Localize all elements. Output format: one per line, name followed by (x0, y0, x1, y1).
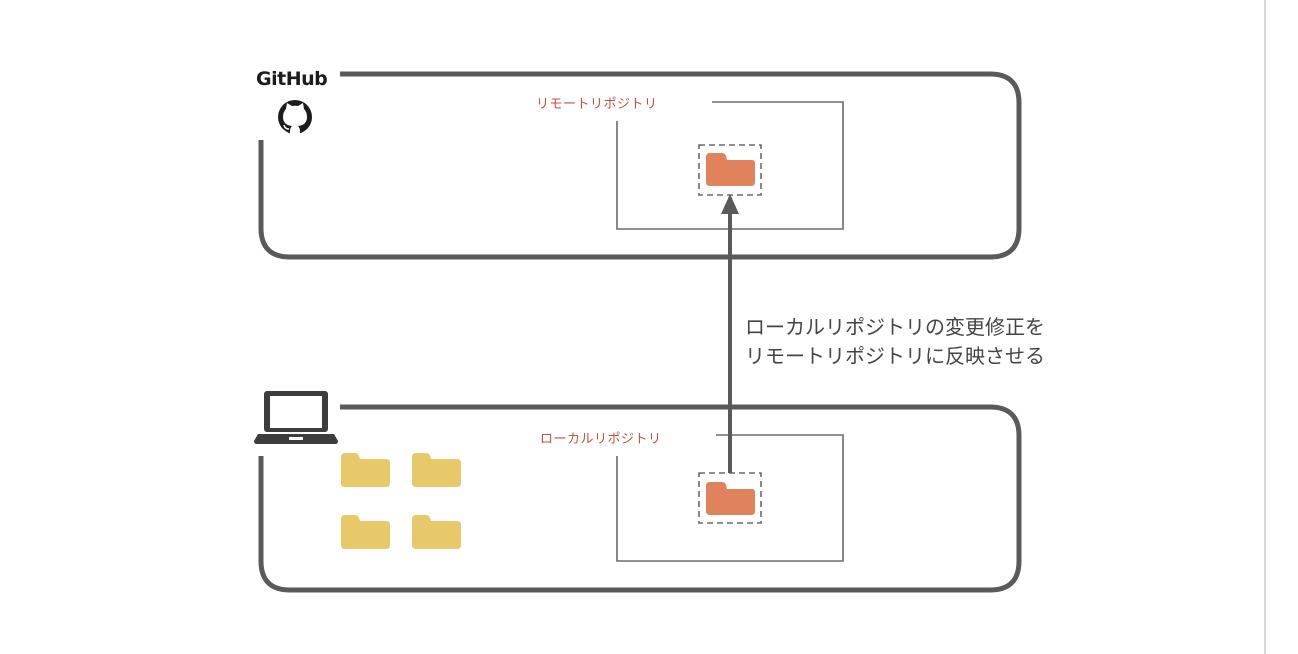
github-frame (258, 71, 1022, 260)
remote-repository-label: リモートリポジトリ (536, 97, 658, 112)
push-arrow-head (721, 194, 739, 214)
caption-line: リモートリポジトリに反映させる (745, 344, 1045, 368)
local-folder-icon[interactable] (341, 453, 390, 487)
remote-folder-icon[interactable] (706, 153, 755, 186)
push-caption: ローカルリポジトリの変更修正を リモートリポジトリに反映させる (745, 313, 1045, 371)
remote-repo-box (616, 101, 844, 230)
local-folder-icon[interactable] (412, 453, 461, 487)
github-label: GitHub (256, 68, 328, 90)
local-repo-folder-icon[interactable] (706, 482, 755, 515)
local-folder-icon[interactable] (412, 515, 461, 549)
github-octocat-icon (278, 100, 312, 134)
laptop-icon (254, 391, 338, 444)
local-frame (258, 404, 1022, 593)
local-repository-label: ローカルリポジトリ (540, 432, 662, 447)
caption-line: ローカルリポジトリの変更修正を (745, 315, 1045, 339)
page-divider (1264, 0, 1266, 654)
local-folder-icon[interactable] (341, 515, 390, 549)
local-repo-box (616, 434, 844, 562)
